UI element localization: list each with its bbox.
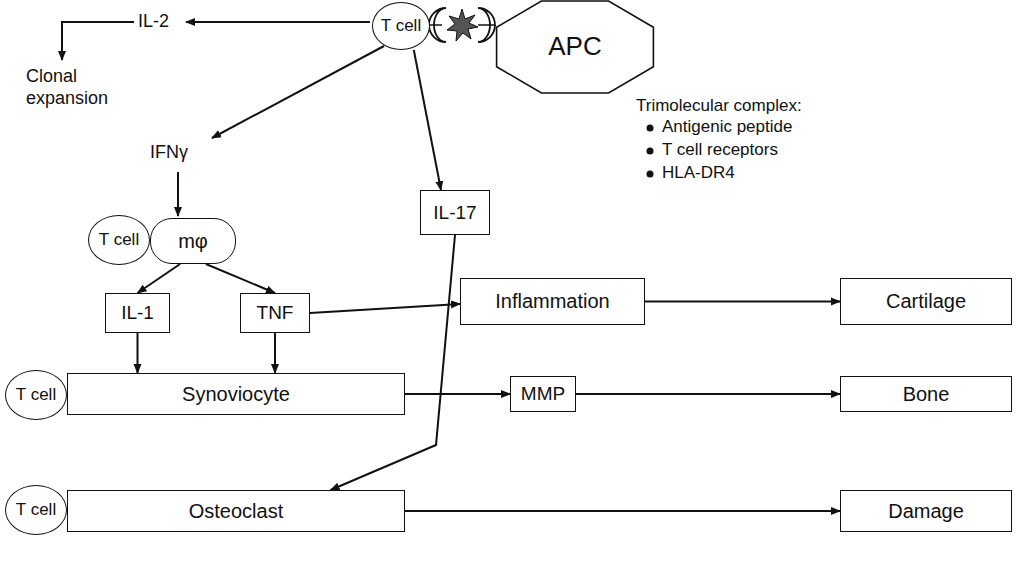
node-text: mφ <box>178 230 208 253</box>
cell-circle: T cell <box>372 2 430 50</box>
cell-box: Osteoclast <box>67 490 405 532</box>
cytokine-box: IL-1 <box>105 293 170 333</box>
arrow-connector <box>274 333 276 373</box>
legend-item: T cell receptors <box>662 140 778 160</box>
process-box: Inflammation <box>460 278 645 325</box>
legend-item: Antigenic peptide <box>662 117 792 137</box>
outcome-box: Bone <box>840 376 1012 412</box>
trimolecular-symbol <box>429 8 495 42</box>
node-text: MMP <box>521 383 565 405</box>
node-text: T cell <box>99 230 139 250</box>
node-text: Inflammation <box>495 290 610 313</box>
arrow-connector <box>310 304 460 313</box>
cytokine-label: IL-2 <box>138 11 169 33</box>
outcome-box: Cartilage <box>840 278 1012 325</box>
legend-item: HLA-DR4 <box>662 163 735 183</box>
arrow-connector <box>137 333 139 373</box>
ifn-macrophage-arrow <box>177 172 179 216</box>
node-text: Cartilage <box>886 290 966 313</box>
ifn-arrow <box>212 46 384 138</box>
macrophage-box: mφ <box>150 218 236 264</box>
node-text: Synoviocyte <box>182 383 290 406</box>
arrow-connector <box>138 264 181 293</box>
node-text: Osteoclast <box>189 500 283 523</box>
cytokine-box: TNF <box>240 293 310 333</box>
node-text: Damage <box>888 500 964 523</box>
enzyme-box: MMP <box>510 376 576 412</box>
arrow-connector <box>576 393 840 395</box>
expansion-arrow <box>62 22 134 60</box>
legend-heading: Trimolecular complex: <box>636 96 802 116</box>
effect-label: Clonal expansion <box>26 66 116 109</box>
arrow-connector <box>331 235 455 490</box>
node-text: T cell <box>16 385 56 405</box>
cytokine-label: IFNγ <box>150 142 188 164</box>
cell-circle: T cell <box>5 370 67 420</box>
arrow-connector <box>414 50 441 190</box>
apc-octagon: APC <box>495 0 655 94</box>
il2-arrow <box>186 21 370 23</box>
arrow-connector <box>405 510 840 512</box>
bullet-dots <box>647 125 654 178</box>
node-text: IL-17 <box>433 202 476 224</box>
arrow-connector <box>405 393 510 395</box>
arrow-connector <box>206 264 275 293</box>
node-text: TNF <box>257 302 294 324</box>
cell-circle: T cell <box>5 485 67 535</box>
node-text: IL-1 <box>121 302 154 324</box>
node-text: APC <box>548 32 601 62</box>
arrow-connector <box>645 301 840 303</box>
cytokine-box: IL-17 <box>420 190 490 235</box>
node-text: Bone <box>903 383 950 406</box>
node-text: T cell <box>16 500 56 520</box>
cell-box: Synoviocyte <box>67 373 405 415</box>
outcome-box: Damage <box>840 490 1012 532</box>
node-text: T cell <box>381 16 421 36</box>
cell-circle: T cell <box>88 215 150 265</box>
